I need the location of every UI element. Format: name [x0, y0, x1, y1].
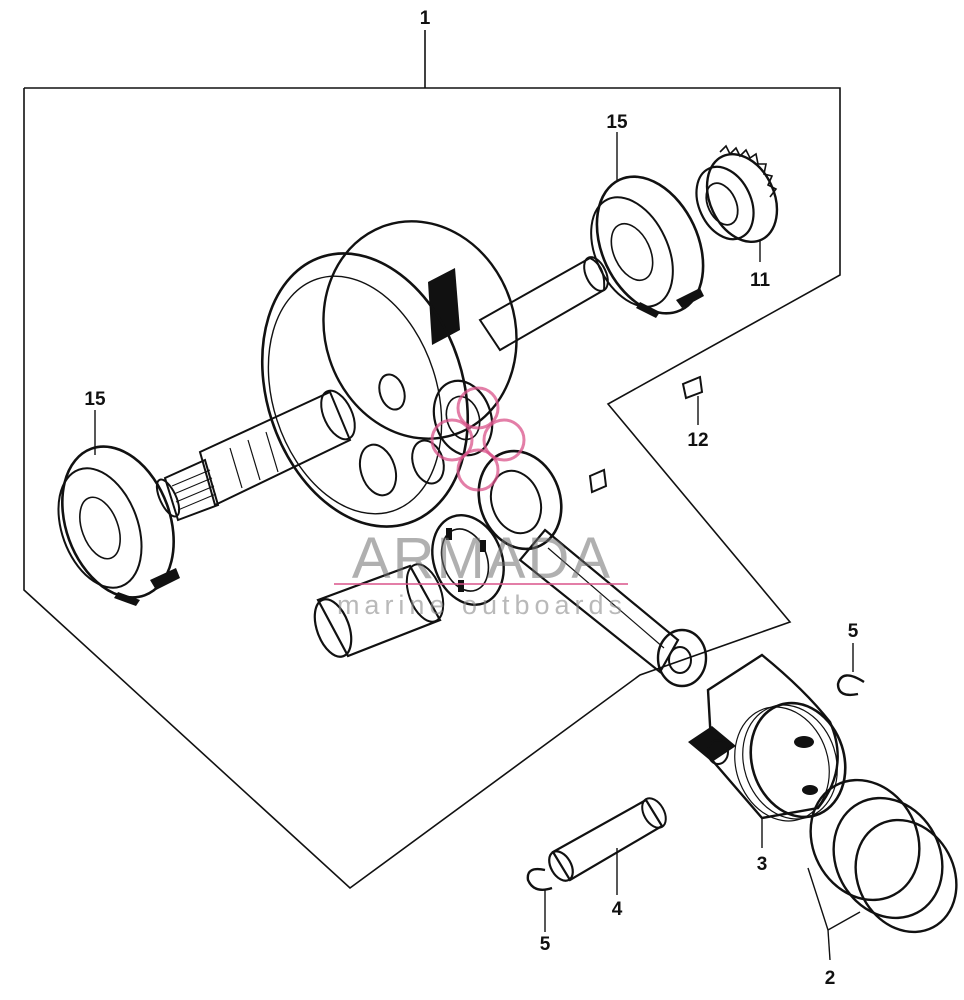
circlip-upper [836, 674, 865, 697]
callout-rings: 2 [825, 968, 836, 989]
callout-key: 12 [687, 430, 708, 451]
crankshaft [155, 220, 609, 528]
crank-pin [313, 563, 445, 658]
callout-assembly: 1 [420, 8, 431, 29]
callout-bearing-right: 15 [606, 112, 628, 133]
watermark-brand: ARMADA [352, 526, 612, 591]
callout-piston: 3 [757, 854, 768, 875]
callout-pin: 4 [612, 899, 623, 920]
assembly-boundary [23, 87, 841, 890]
piston [688, 653, 847, 822]
watermark-logo-emblem [430, 386, 526, 492]
main-bearing-right [590, 175, 705, 318]
watermark: ARMADA marine outboards [334, 386, 628, 620]
small-key [588, 468, 608, 494]
watermark-tagline: marine outboards [337, 590, 627, 620]
callout-sprocket: 11 [750, 270, 771, 291]
connecting-rod [477, 449, 708, 688]
piston-rings [807, 778, 958, 961]
callout-clip-lower: 5 [540, 934, 551, 955]
callout-clip-upper: 5 [848, 621, 859, 642]
circlip-lower [526, 867, 553, 891]
piston-pin [548, 797, 667, 882]
main-bearing-left [57, 445, 180, 606]
sprocket-seal [695, 144, 779, 244]
woodruff-key [681, 375, 704, 400]
callout-bearing-left: 15 [84, 389, 106, 410]
needle-bearing [431, 514, 505, 606]
